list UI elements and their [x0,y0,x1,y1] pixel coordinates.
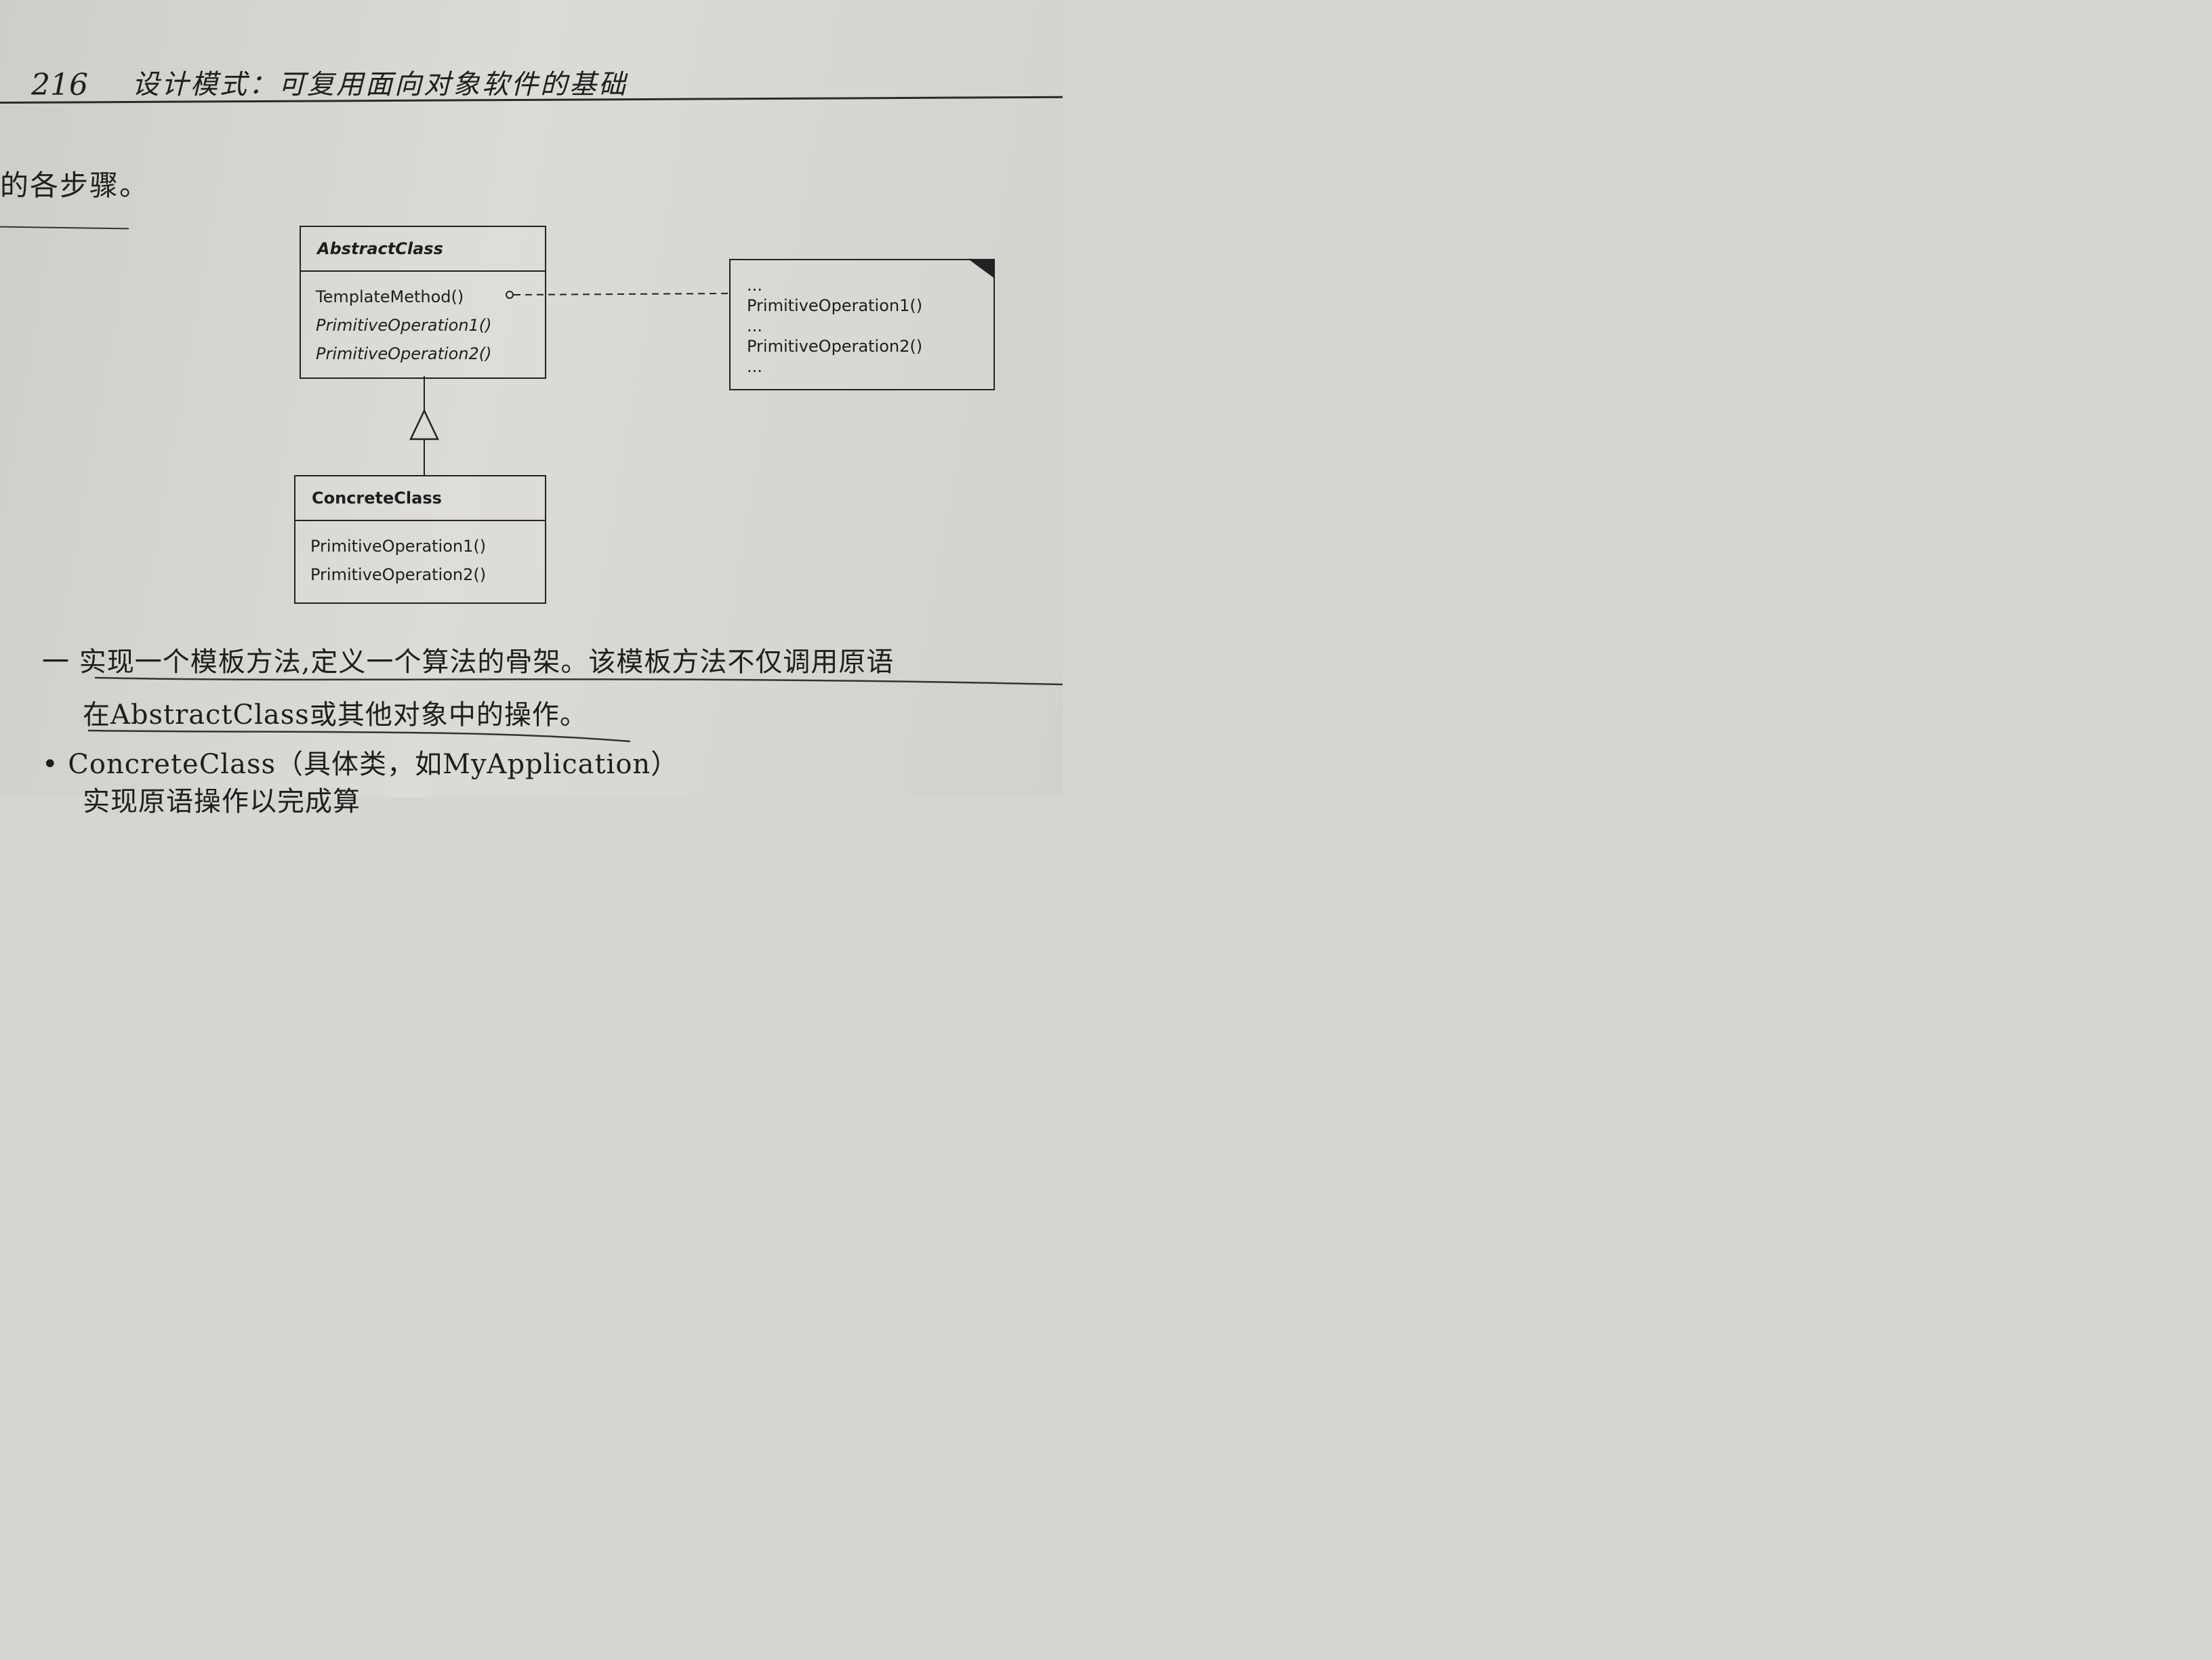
abstract-class-operations: TemplateMethod() PrimitiveOperation1() P… [301,272,545,368]
abstract-class-box: AbstractClass TemplateMethod() Primitive… [300,226,546,379]
abstract-class-name: AbstractClass [301,227,545,272]
book-page: 216 设计模式：可复用面向对象软件的基础 的各步骤。 AbstractClas… [0,0,1063,817]
note-ellipsis-2: ... [747,316,762,335]
note-ellipsis-1: ... [747,276,762,295]
body-line-3: • ConcreteClass（具体类，如MyApplication） [42,749,679,780]
template-method-op: TemplateMethod() [316,287,464,306]
connector-origin-circle [506,291,514,299]
concrete-class-box: ConcreteClass PrimitiveOperation1() Prim… [294,475,546,604]
note-dog-ear-fold [968,258,996,279]
concrete-class-operations: PrimitiveOperation1() PrimitiveOperation… [295,521,545,589]
concrete-primitive-operation-1-op: PrimitiveOperation1() [310,537,487,556]
intro-text: 的各步骤。 [0,169,150,202]
inheritance-triangle [409,409,439,441]
running-header-title: 设计模式：可复用面向对象软件的基础 [132,69,628,100]
note-box: ... PrimitiveOperation1() ... PrimitiveO… [729,259,995,390]
dashed-note-connector [513,293,730,295]
diagram-connectors [87,258,1063,743]
concrete-class-name: ConcreteClass [295,476,545,521]
note-primitive-operation-2: PrimitiveOperation2() [747,337,923,356]
primitive-operation-2-op: PrimitiveOperation2() [316,344,492,363]
body-line-1: 一 实现一个模板方法,定义一个算法的骨架。该模板方法不仅调用原语 [42,647,895,678]
pen-underline-1 [94,676,1063,686]
primitive-operation-1-op: PrimitiveOperation1() [316,316,492,335]
body-line-2: 在AbstractClass或其他对象中的操作。 [83,699,588,731]
note-primitive-operation-1: PrimitiveOperation1() [747,296,923,315]
body-line-4: 实现原语操作以完成算 [83,786,361,817]
note-ellipsis-3: ... [747,357,762,376]
pen-underline-2 [87,729,631,743]
concrete-primitive-operation-2-op: PrimitiveOperation2() [310,565,487,584]
page-number: 216 [31,68,88,102]
